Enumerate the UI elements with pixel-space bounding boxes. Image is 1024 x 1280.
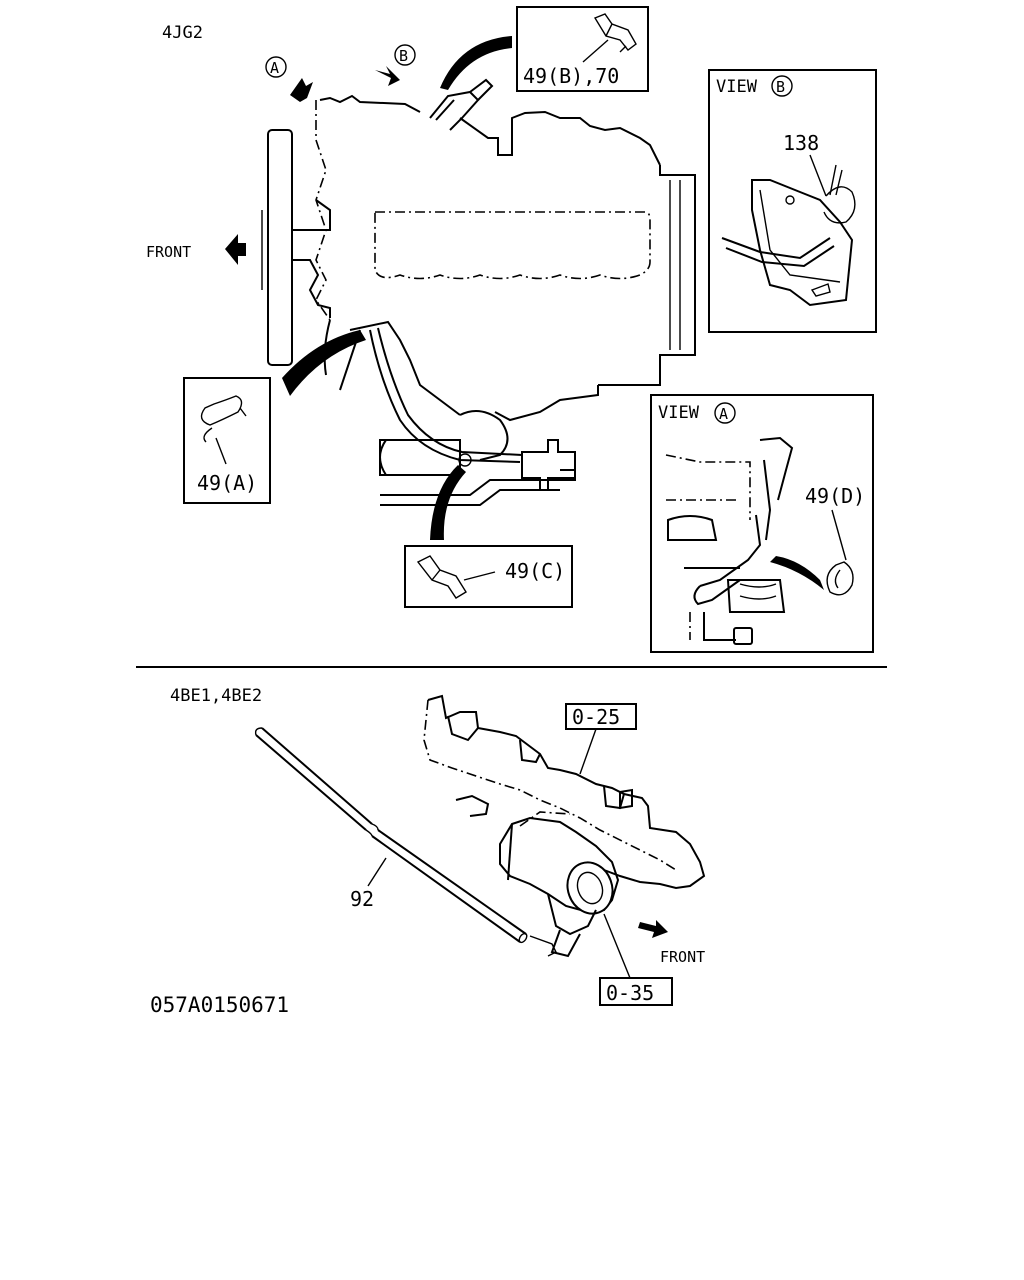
view-a-box: VIEW A 49(D) [650,394,874,653]
callout-49a: 49(A) [197,471,257,495]
callout-49d: 49(D) [805,484,865,508]
ref-0-25: 0-25 [565,703,637,775]
view-a-title: VIEW [658,403,700,423]
front-label-bottom: FRONT [660,948,705,966]
clip-49b-icon [593,13,637,53]
callout-92: 92 [350,887,374,911]
ref-0-35: 0-35 [599,913,673,1006]
clip-49a-icon [200,395,247,443]
hose-92: 92 [254,727,557,957]
drawing-number: 057A0150671 [150,993,289,1017]
front-arrow-bottom [638,920,668,938]
view-b-marker-letter: B [399,47,408,65]
view-a-marker: A [265,56,313,102]
callout-49b-70: 49(B),70 [523,64,619,88]
view-b-marker: B [375,44,416,86]
view-a-arrow [290,78,313,102]
ref-0-35-text: 0-35 [606,981,654,1005]
front-arrow-top [225,234,246,265]
callout-box-49a: 49(A) [183,330,366,504]
clip-49d-icon [826,561,854,596]
engine-4jg2 [261,78,696,506]
section-4jg2: 4JG2 A B FRONT [146,6,877,653]
intake-manifold [423,694,706,958]
clip-49c-icon [416,555,467,599]
callout-138: 138 [783,131,819,155]
view-a-marker-letter: A [270,59,279,77]
view-b-title-letter: B [776,78,785,96]
engine-label-4be: 4BE1,4BE2 [170,686,262,706]
front-label-top: FRONT [146,243,191,261]
view-a-title-letter: A [719,405,728,423]
view-b-arrow [375,66,400,86]
callout-49c: 49(C) [505,559,565,583]
engine-label-4jg2: 4JG2 [162,23,203,43]
view-b-title: VIEW [716,77,758,97]
view-b-box: VIEW B 138 [708,69,877,333]
callout-box-49c: 49(C) [404,465,573,608]
callout-box-49b-70: 49(B),70 [440,6,649,92]
ref-0-25-text: 0-25 [572,705,620,729]
section-4be: 4BE1,4BE2 92 [170,686,706,1006]
